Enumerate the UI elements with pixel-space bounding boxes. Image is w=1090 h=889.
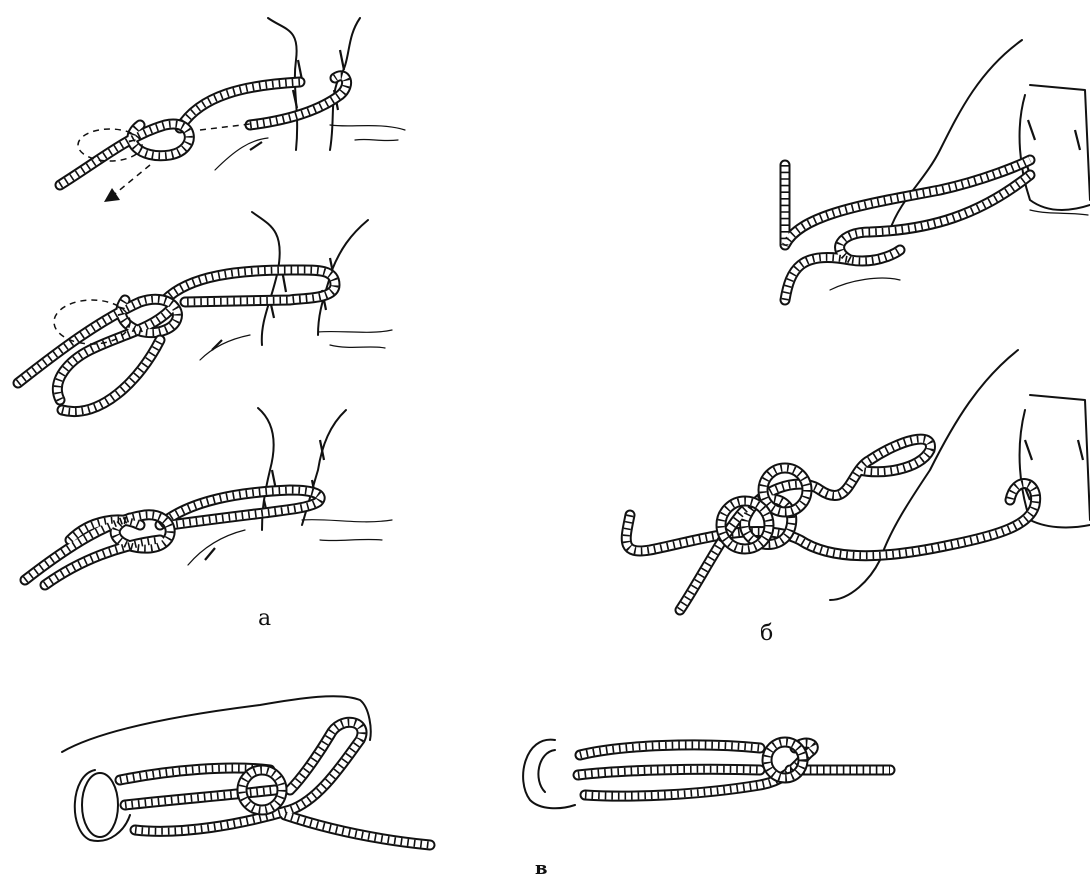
arrow-head <box>104 188 120 202</box>
ground-line <box>830 210 1088 290</box>
caption-v: в <box>535 860 548 878</box>
ground-line <box>215 125 405 170</box>
panel-a-stage-2 <box>18 212 392 412</box>
ground-line <box>200 330 392 360</box>
panel-a-stage-1 <box>60 18 405 202</box>
panel-b-stage-2 <box>626 350 1090 610</box>
ring-inner <box>538 750 555 792</box>
ground-line <box>188 520 392 565</box>
caption-a: а <box>258 608 271 630</box>
ring-inner <box>82 773 118 837</box>
rope-loop <box>120 722 430 845</box>
ring <box>523 740 575 809</box>
panel-a <box>18 18 405 585</box>
caption-b: б <box>760 623 773 645</box>
panel-v-right <box>523 740 890 809</box>
panel-b <box>626 40 1090 610</box>
panel-v-left <box>62 696 430 845</box>
tree-trunk-outline <box>252 212 368 345</box>
panel-a-stage-3 <box>25 408 392 585</box>
panel-b-stage-1 <box>785 40 1090 300</box>
panel-v <box>62 696 890 845</box>
